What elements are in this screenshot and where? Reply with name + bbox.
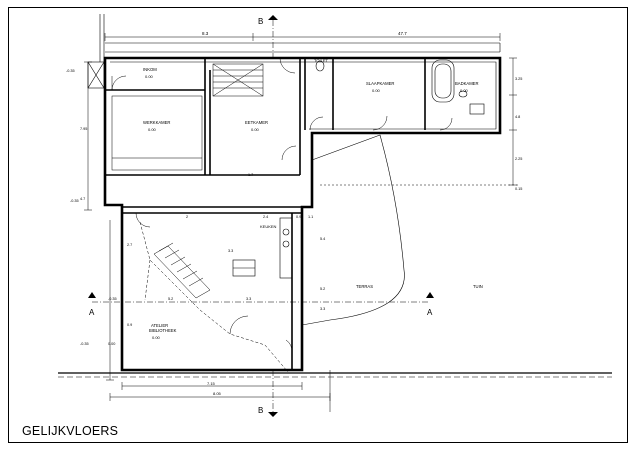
room-label-eetkamer: EETKAMER — [245, 120, 268, 125]
kitchen-counters — [232, 217, 293, 279]
dim-right-4: 0.15 — [515, 187, 522, 191]
dim-inner-13: 3.3 — [320, 307, 325, 311]
dim-inner-7: 3.3 — [246, 297, 251, 301]
dim-right-3: 2.25 — [515, 157, 522, 161]
level-left-2: -0.35 — [70, 199, 79, 203]
dim-left-1: 7.95 — [80, 127, 87, 131]
dim-bottom-1: 7.15 — [207, 381, 216, 386]
room-level-werkkamer: 0.00 — [148, 127, 157, 132]
room-label-toilet: TOILET — [314, 58, 328, 63]
dim-inner-10: 5.2 — [320, 287, 325, 291]
dim-inner-6: 3.3 — [228, 249, 233, 253]
drawing-frame — [8, 7, 628, 443]
room-label-atelier: ATELIER — [151, 323, 168, 328]
room-label-badkamer: BADKAMER — [455, 81, 479, 86]
room-label-bibliotheek: BIBLIOTHEEK — [149, 328, 177, 333]
top-dimension-1: 8.3 — [202, 31, 209, 36]
dim-left-2: 4.7 — [80, 197, 85, 201]
dim-inner-2: 5.2 — [168, 297, 173, 301]
entry-porch — [87, 61, 105, 89]
right-dimension-lines — [320, 57, 520, 186]
zone-label-tuin: TUIN — [473, 284, 483, 289]
dim-right-1: 3.25 — [515, 77, 522, 81]
level-left-5: 0.00 — [108, 342, 115, 346]
bathroom-fixtures — [315, 59, 485, 115]
room-level-inkom: 0.00 — [145, 74, 154, 79]
level-left-1: -0.35 — [66, 69, 75, 73]
top-dimension-2: 47.7 — [398, 31, 407, 36]
room-label-slaapkamer: SLAAPKAMER — [366, 81, 394, 86]
top-dimension-line — [104, 33, 501, 41]
top-boundary-wall — [99, 14, 501, 62]
terrace-outline — [301, 134, 405, 326]
atelier-dashed-zone — [139, 221, 289, 373]
zone-label-terras: TERRAS — [356, 284, 373, 289]
left-dimension-lines — [84, 61, 114, 381]
dim-inner-8: 2.7 — [127, 243, 132, 247]
inner-stair — [212, 63, 264, 97]
section-lines — [92, 20, 430, 412]
room-label-werkkamer: WERKKAMER — [143, 120, 170, 125]
dim-inner-11: 0.9 — [127, 323, 132, 327]
section-arrows — [88, 15, 434, 417]
dim-inner-5: 0.9 — [296, 215, 301, 219]
bottom-dimension-lines — [109, 370, 331, 412]
room-level-slaapkamer: 0.00 — [372, 88, 381, 93]
door-swings — [111, 57, 453, 353]
section-marker-b-top: B — [258, 17, 263, 26]
dim-bottom-2: 8.05 — [213, 391, 222, 396]
werkkamer-furniture — [111, 95, 203, 171]
dim-inner-9: 5.4 — [320, 237, 325, 241]
atelier-stair — [153, 242, 211, 299]
dim-right-2: 4.8 — [515, 115, 520, 119]
dim-inner-3: 2.4 — [263, 215, 268, 219]
level-left-4: -0.35 — [80, 342, 89, 346]
section-marker-a-left: A — [89, 308, 95, 317]
ground-line — [58, 372, 612, 378]
level-left-3: -0.35 — [108, 297, 117, 301]
section-marker-b-bottom: B — [258, 406, 263, 415]
dim-inner-4: 1.1 — [308, 215, 313, 219]
dim-inner-1: 2 — [186, 215, 188, 219]
drawing-title: GELIJKVLOERS — [22, 424, 119, 438]
room-level-badkamer: 0.00 — [460, 88, 469, 93]
room-level-eetkamer: 0.00 — [251, 127, 260, 132]
room-label-inkom: INKOM — [143, 67, 157, 72]
room-level-atelier: 0.00 — [152, 335, 161, 340]
room-label-keuken: KEUKEN — [260, 224, 277, 229]
dim-inner-12: 1.7 — [248, 173, 253, 177]
section-marker-a-right: A — [427, 308, 433, 317]
